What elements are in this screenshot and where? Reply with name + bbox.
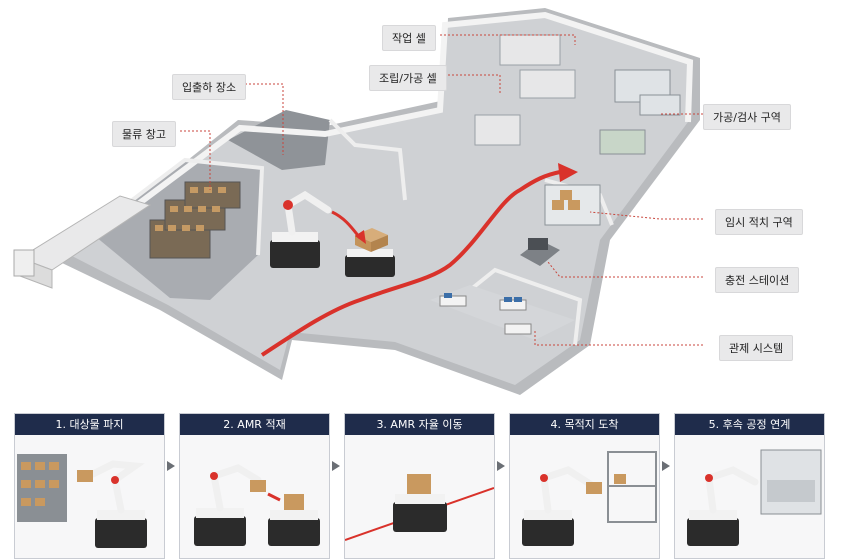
step-title: 3. AMR 자율 이동 (345, 414, 494, 435)
leader-assembly-cell (440, 74, 501, 95)
callout-processing-inspection: 가공/검사 구역 (703, 104, 791, 130)
step-3-illustration (345, 474, 494, 541)
temp-storage-cage (544, 184, 601, 226)
step-title: 4. 목적지 도착 (510, 414, 659, 435)
truck (13, 195, 152, 289)
step-panel-5: 5. 후속 공정 연계 (674, 413, 825, 559)
leader-control (534, 330, 703, 346)
factory-floor-illustration (13, 8, 703, 395)
step-title: 2. AMR 적재 (180, 414, 329, 435)
chevron-right-icon (332, 461, 340, 471)
callout-temp-storage: 임시 적치 구역 (715, 209, 803, 235)
step-4-illustration (522, 451, 657, 546)
route-arrowhead (558, 163, 578, 182)
callout-work-cell: 작업 셀 (382, 25, 436, 51)
step-2-illustration (194, 464, 320, 546)
step-panel-3: 3. AMR 자율 이동 (344, 413, 495, 559)
pick-arrowhead (355, 230, 366, 244)
chevron-right-icon (662, 461, 670, 471)
leader-inbound (245, 83, 284, 155)
step-panel-1: 1. 대상물 파지 (14, 413, 165, 559)
leader-temp-storage (589, 211, 703, 220)
callout-control-system: 관제 시스템 (719, 335, 794, 361)
callout-assembly-cell: 조립/가공 셀 (369, 65, 447, 91)
step-title: 5. 후속 공정 연계 (675, 414, 824, 435)
leader-work-cell (440, 34, 576, 45)
charging-station (520, 238, 560, 266)
wall-outline-2 (88, 157, 265, 256)
warehouse-shelves (149, 181, 241, 259)
processing-machines (599, 69, 681, 155)
inbound-floor (228, 110, 330, 170)
wall-outline-3 (328, 118, 407, 201)
leader-warehouse (180, 130, 211, 190)
step-panel-4: 4. 목적지 도착 (509, 413, 660, 559)
work-cell-area (474, 34, 576, 146)
amr-route-line (260, 170, 561, 357)
callout-inbound-outbound: 입출하 장소 (172, 74, 247, 100)
step-panel-2: 2. AMR 적재 (179, 413, 330, 559)
floor (70, 15, 690, 385)
step-5-illustration (687, 449, 822, 546)
shelf-boxes (155, 187, 226, 231)
callout-charging-station: 충전 스테이션 (715, 267, 800, 293)
wall-outline-4 (468, 267, 583, 346)
control-room (430, 285, 575, 340)
step-title: 1. 대상물 파지 (15, 414, 164, 435)
callout-logistics-warehouse: 물류 창고 (112, 121, 176, 147)
chevron-right-icon (497, 461, 505, 471)
chevron-right-icon (167, 461, 175, 471)
step-1-illustration (17, 454, 147, 548)
robot-arm (270, 190, 332, 268)
